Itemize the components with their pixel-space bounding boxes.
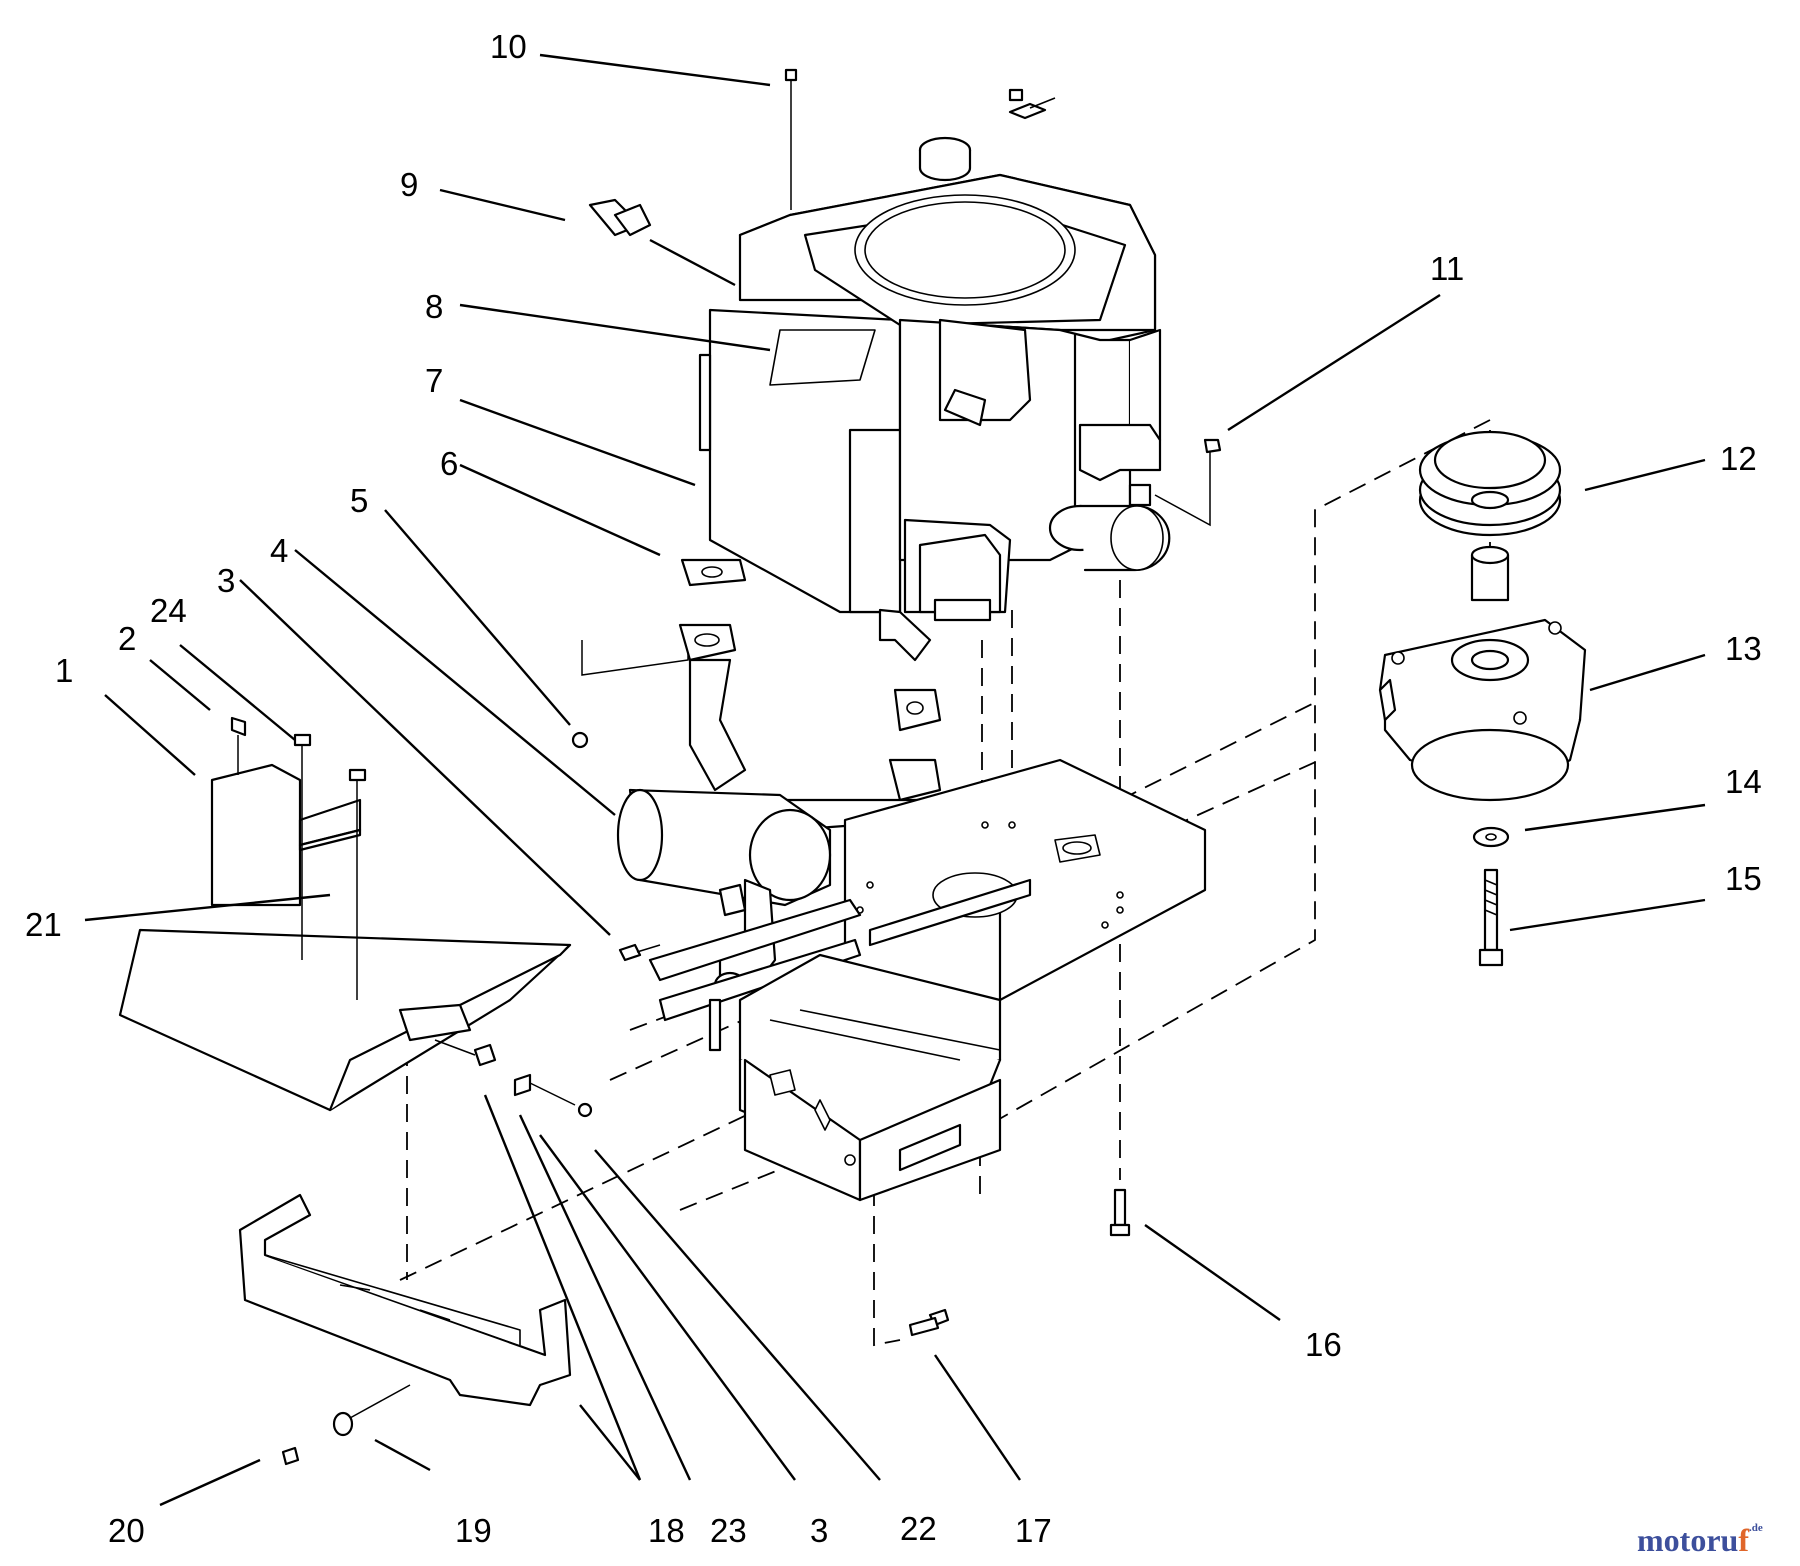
callout-15: 15 (1725, 860, 1762, 897)
callout-4: 4 (270, 532, 288, 569)
callout-13: 13 (1725, 630, 1762, 667)
callout-18: 18 (648, 1512, 685, 1549)
muffler-assembly (571, 558, 942, 999)
callout-12: 12 (1720, 440, 1757, 477)
callout-20: 20 (108, 1512, 145, 1549)
callout-22: 22 (900, 1510, 937, 1547)
callout-10: 10 (490, 28, 527, 65)
callout-16: 16 (1305, 1326, 1342, 1363)
callout-1: 1 (55, 652, 73, 689)
clutch-hardware (1472, 826, 1510, 967)
callout-11: 11 (1430, 250, 1464, 287)
callout-5: 5 (350, 482, 368, 519)
callout-21: 21 (25, 906, 62, 943)
rear-shield (118, 716, 593, 1118)
watermark-suffix: .de (1748, 1522, 1763, 1534)
callout-8: 8 (425, 288, 443, 325)
callout-14: 14 (1725, 763, 1762, 800)
callout-23: 23 (710, 1512, 747, 1549)
engine (588, 68, 1171, 662)
leader-lines (84, 53, 1706, 1507)
pto-pulley (1418, 430, 1562, 602)
watermark-main: motoru (1637, 1522, 1739, 1558)
alignment-lines (399, 419, 1491, 1347)
bolt-16 (1109, 1188, 1131, 1237)
callout-17: 17 (1015, 1512, 1052, 1549)
callout-labels: 10 9 8 7 6 5 4 3 24 2 1 21 11 12 13 14 1… (25, 28, 1762, 1549)
callout-24: 24 (150, 592, 187, 629)
watermark-accent: f (1738, 1522, 1749, 1558)
bolt-17 (908, 1308, 950, 1337)
nut-11 (1203, 438, 1222, 454)
callout-6: 6 (440, 445, 458, 482)
callout-3: 3 (217, 562, 235, 599)
callout-19: 19 (455, 1512, 492, 1549)
callout-2: 2 (118, 620, 136, 657)
electric-clutch (1378, 618, 1587, 802)
watermark-logo: motoruf.de (1637, 1522, 1763, 1559)
bumper (238, 1193, 572, 1466)
frame-mount-plate (648, 758, 1207, 1202)
callout-3b: 3 (810, 1512, 828, 1549)
callout-7: 7 (425, 362, 443, 399)
callout-9: 9 (400, 166, 418, 203)
